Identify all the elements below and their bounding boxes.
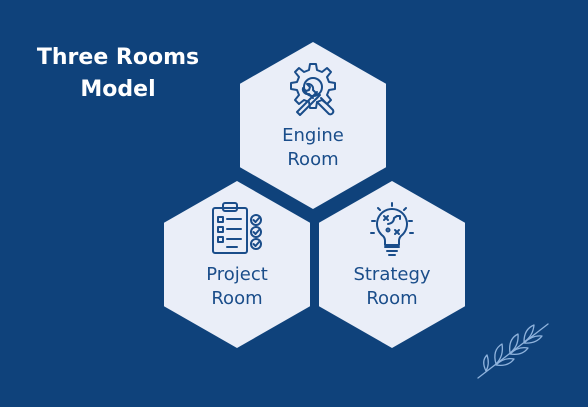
clipboard-checklist-icon <box>212 202 262 254</box>
title-line-1: Three Rooms <box>36 45 200 70</box>
engine-room-label: Engine Room <box>282 125 344 170</box>
project-room-label: Project Room <box>206 264 268 309</box>
project-room-hexagon: Project Room <box>164 181 310 348</box>
gear-wrench-icon <box>290 63 336 116</box>
lightbulb-strategy-icon <box>370 202 414 256</box>
title-line-2: Model <box>80 77 156 102</box>
strategy-room-hexagon: Strategy Room <box>319 181 465 348</box>
engine-room-hexagon: Engine Room <box>240 42 386 209</box>
strategy-room-label: Strategy Room <box>353 264 431 309</box>
leaf-branch-decoration-icon <box>477 323 549 379</box>
diagram-title: Three Rooms Model <box>30 42 206 106</box>
